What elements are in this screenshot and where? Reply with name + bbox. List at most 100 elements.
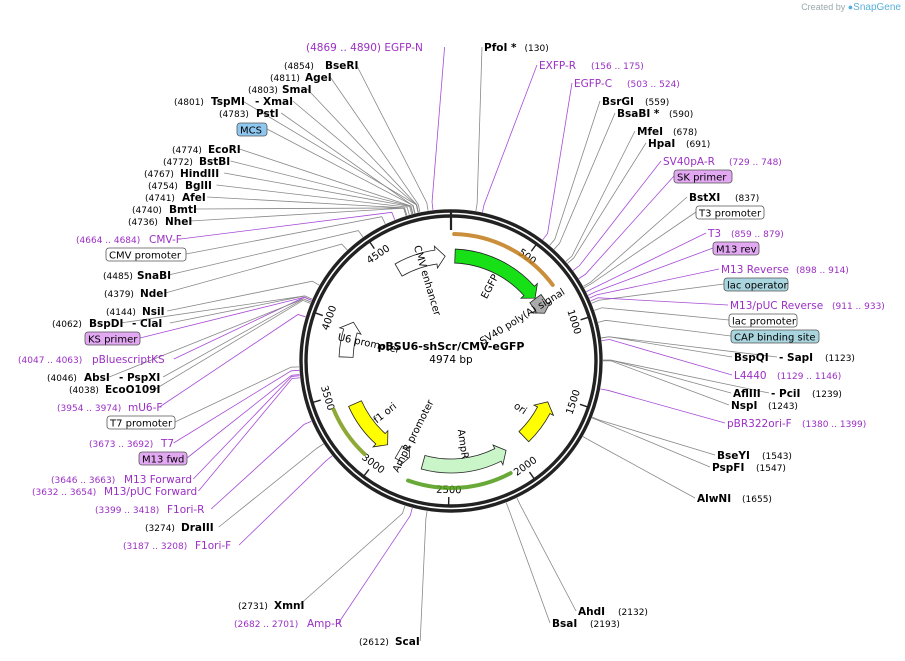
primer-label[interactable]: SV40pA-R xyxy=(663,156,715,168)
feature-ori[interactable] xyxy=(518,401,555,443)
enzyme-site-label[interactable]: BsaI xyxy=(552,618,577,630)
enzyme-site-label[interactable]: AgeI xyxy=(305,72,332,84)
feature-box-label: SK primer xyxy=(677,173,727,184)
enzyme-site-label[interactable]: NdeI xyxy=(140,288,167,300)
primer-label[interactable]: Amp-R xyxy=(307,618,342,630)
enzyme-site-label[interactable]: BstXI xyxy=(689,192,720,204)
label-leaders xyxy=(109,46,778,642)
enzyme-site-label[interactable]: ScaI xyxy=(395,636,420,648)
feature-box-label: lac operator xyxy=(727,281,788,292)
enzyme-site-label[interactable]: - ClaI xyxy=(132,318,162,330)
primer-label[interactable]: EXFP-R xyxy=(539,60,576,72)
feature-cmv-enhancer[interactable] xyxy=(394,245,446,277)
feature-sv40-poly-a-signal[interactable] xyxy=(529,293,552,314)
feature-box[interactable] xyxy=(712,241,760,256)
enzyme-site-label[interactable]: EcoO109I xyxy=(105,384,160,396)
primer-label[interactable]: M13 Forward xyxy=(124,474,192,486)
enzyme-site-label[interactable]: NsiI xyxy=(142,306,165,318)
label-leader-line xyxy=(162,298,312,378)
enzyme-site-label[interactable]: BglII xyxy=(185,180,212,192)
coordinate-label: (1655) xyxy=(742,495,772,505)
feature-box[interactable] xyxy=(106,415,176,430)
primer-label[interactable]: M13 Reverse xyxy=(721,264,789,276)
enzyme-site-label[interactable]: - PspXI xyxy=(119,372,160,384)
enzyme-site-label[interactable]: MfeI xyxy=(637,126,663,138)
enzyme-site-label[interactable]: DraIII xyxy=(181,522,214,534)
enzyme-site-label[interactable]: BstBI xyxy=(199,156,230,168)
feature-box[interactable] xyxy=(728,313,798,328)
enzyme-site-label[interactable]: BsrGI xyxy=(602,96,634,108)
coordinate-label: (837) xyxy=(735,194,759,204)
enzyme-site-label[interactable]: AfeI xyxy=(182,192,206,204)
primer-label[interactable]: pBluescriptKS xyxy=(92,354,165,366)
label-leader-line xyxy=(587,247,714,296)
enzyme-site-label[interactable]: BsaBI * xyxy=(617,108,660,120)
enzyme-site-label[interactable]: AbsI xyxy=(84,372,110,384)
primer-label[interactable]: T3 xyxy=(707,228,721,240)
label-leader-line xyxy=(590,297,729,306)
feature-box[interactable] xyxy=(723,277,789,292)
feature-box[interactable] xyxy=(84,331,141,346)
enzyme-site-label[interactable]: NheI xyxy=(165,216,192,228)
primer-label[interactable]: L4440 xyxy=(734,370,767,382)
enzyme-site-label[interactable]: HindIII xyxy=(180,168,219,180)
feature-box[interactable] xyxy=(138,451,188,466)
enzyme-site-label[interactable]: PfoI *(130) xyxy=(484,42,549,54)
feature-box-label: CAP binding site xyxy=(734,333,816,344)
enzyme-site-label[interactable]: NspI xyxy=(731,400,757,412)
primer-label[interactable]: T7 xyxy=(160,438,174,450)
tick-mark xyxy=(579,403,589,408)
enzyme-site-label[interactable]: AflIII xyxy=(733,388,761,400)
tick-mark xyxy=(368,240,375,250)
primer-label[interactable]: mU6-F xyxy=(128,402,162,414)
enzyme-site-label[interactable]: XmnI xyxy=(274,600,304,612)
feature-box-label: M13 fwd xyxy=(142,455,184,466)
enzyme-site-label[interactable]: TspMI xyxy=(211,96,245,108)
snapgene-logo-icon: ● xyxy=(847,2,854,12)
coordinate-label: (4379) xyxy=(104,290,134,300)
enzyme-site-label[interactable]: AlwNI xyxy=(697,493,731,505)
primer-arc xyxy=(406,471,513,490)
feature-box[interactable] xyxy=(730,329,820,344)
primer-label[interactable]: CMV-F xyxy=(149,234,182,246)
enzyme-site-label[interactable]: - PciI xyxy=(771,388,800,400)
enzyme-site-label[interactable]: - XmaI xyxy=(255,96,293,108)
coordinate-label: (4740) xyxy=(132,206,162,216)
enzyme-site-label[interactable]: BseRI xyxy=(325,60,358,72)
feature-ampr-promoter[interactable] xyxy=(394,445,411,466)
feature-box[interactable] xyxy=(673,169,733,184)
label-leader-line xyxy=(165,243,348,294)
feature-f1-ori[interactable] xyxy=(348,400,389,448)
primer-label[interactable]: pBR322ori-F xyxy=(727,418,792,430)
enzyme-site-label[interactable]: EcoRI xyxy=(208,144,241,156)
primer-label[interactable]: F1ori-F xyxy=(195,540,231,552)
feature-box[interactable] xyxy=(236,122,268,137)
enzyme-site-label[interactable]: AhdI xyxy=(578,606,605,618)
primer-label[interactable]: (4869 .. 4890) EGFP-N xyxy=(306,42,423,54)
primer-label[interactable]: M13/pUC Reverse xyxy=(730,300,823,312)
primer-label[interactable]: EGFP-C xyxy=(574,78,612,90)
enzyme-site-label[interactable]: SnaBI xyxy=(137,270,171,282)
label-leader-line xyxy=(230,160,414,215)
feature-ampr[interactable] xyxy=(420,444,507,474)
primer-label[interactable]: F1ori-R xyxy=(167,504,204,516)
coordinate-label: (4783) xyxy=(219,110,249,120)
tick-label: 4000 xyxy=(320,304,339,332)
coordinate-label: (2682 .. 2701) xyxy=(234,620,298,630)
primer-label[interactable]: M13/pUC Forward xyxy=(104,486,197,498)
feature-egfp[interactable] xyxy=(454,248,538,299)
label-leader-line xyxy=(198,377,300,492)
enzyme-site-label[interactable]: BspQI xyxy=(734,352,769,364)
enzyme-site-label[interactable]: PstI xyxy=(256,108,279,120)
enzyme-site-label[interactable]: BmtI xyxy=(169,204,197,216)
feature-u6-promoter[interactable] xyxy=(338,321,362,358)
feature-box[interactable] xyxy=(695,205,765,220)
enzyme-site-label[interactable]: - SapI xyxy=(779,352,813,364)
enzyme-site-label[interactable]: PspFI xyxy=(712,462,744,474)
feature-box[interactable] xyxy=(105,247,187,262)
enzyme-site-label[interactable]: SmaI xyxy=(282,84,312,96)
enzyme-site-label[interactable]: BspDI xyxy=(89,318,123,330)
credit-brand: SnapGene xyxy=(853,2,901,13)
enzyme-site-label[interactable]: BseYI xyxy=(717,450,750,462)
enzyme-site-label[interactable]: HpaI xyxy=(648,138,675,150)
